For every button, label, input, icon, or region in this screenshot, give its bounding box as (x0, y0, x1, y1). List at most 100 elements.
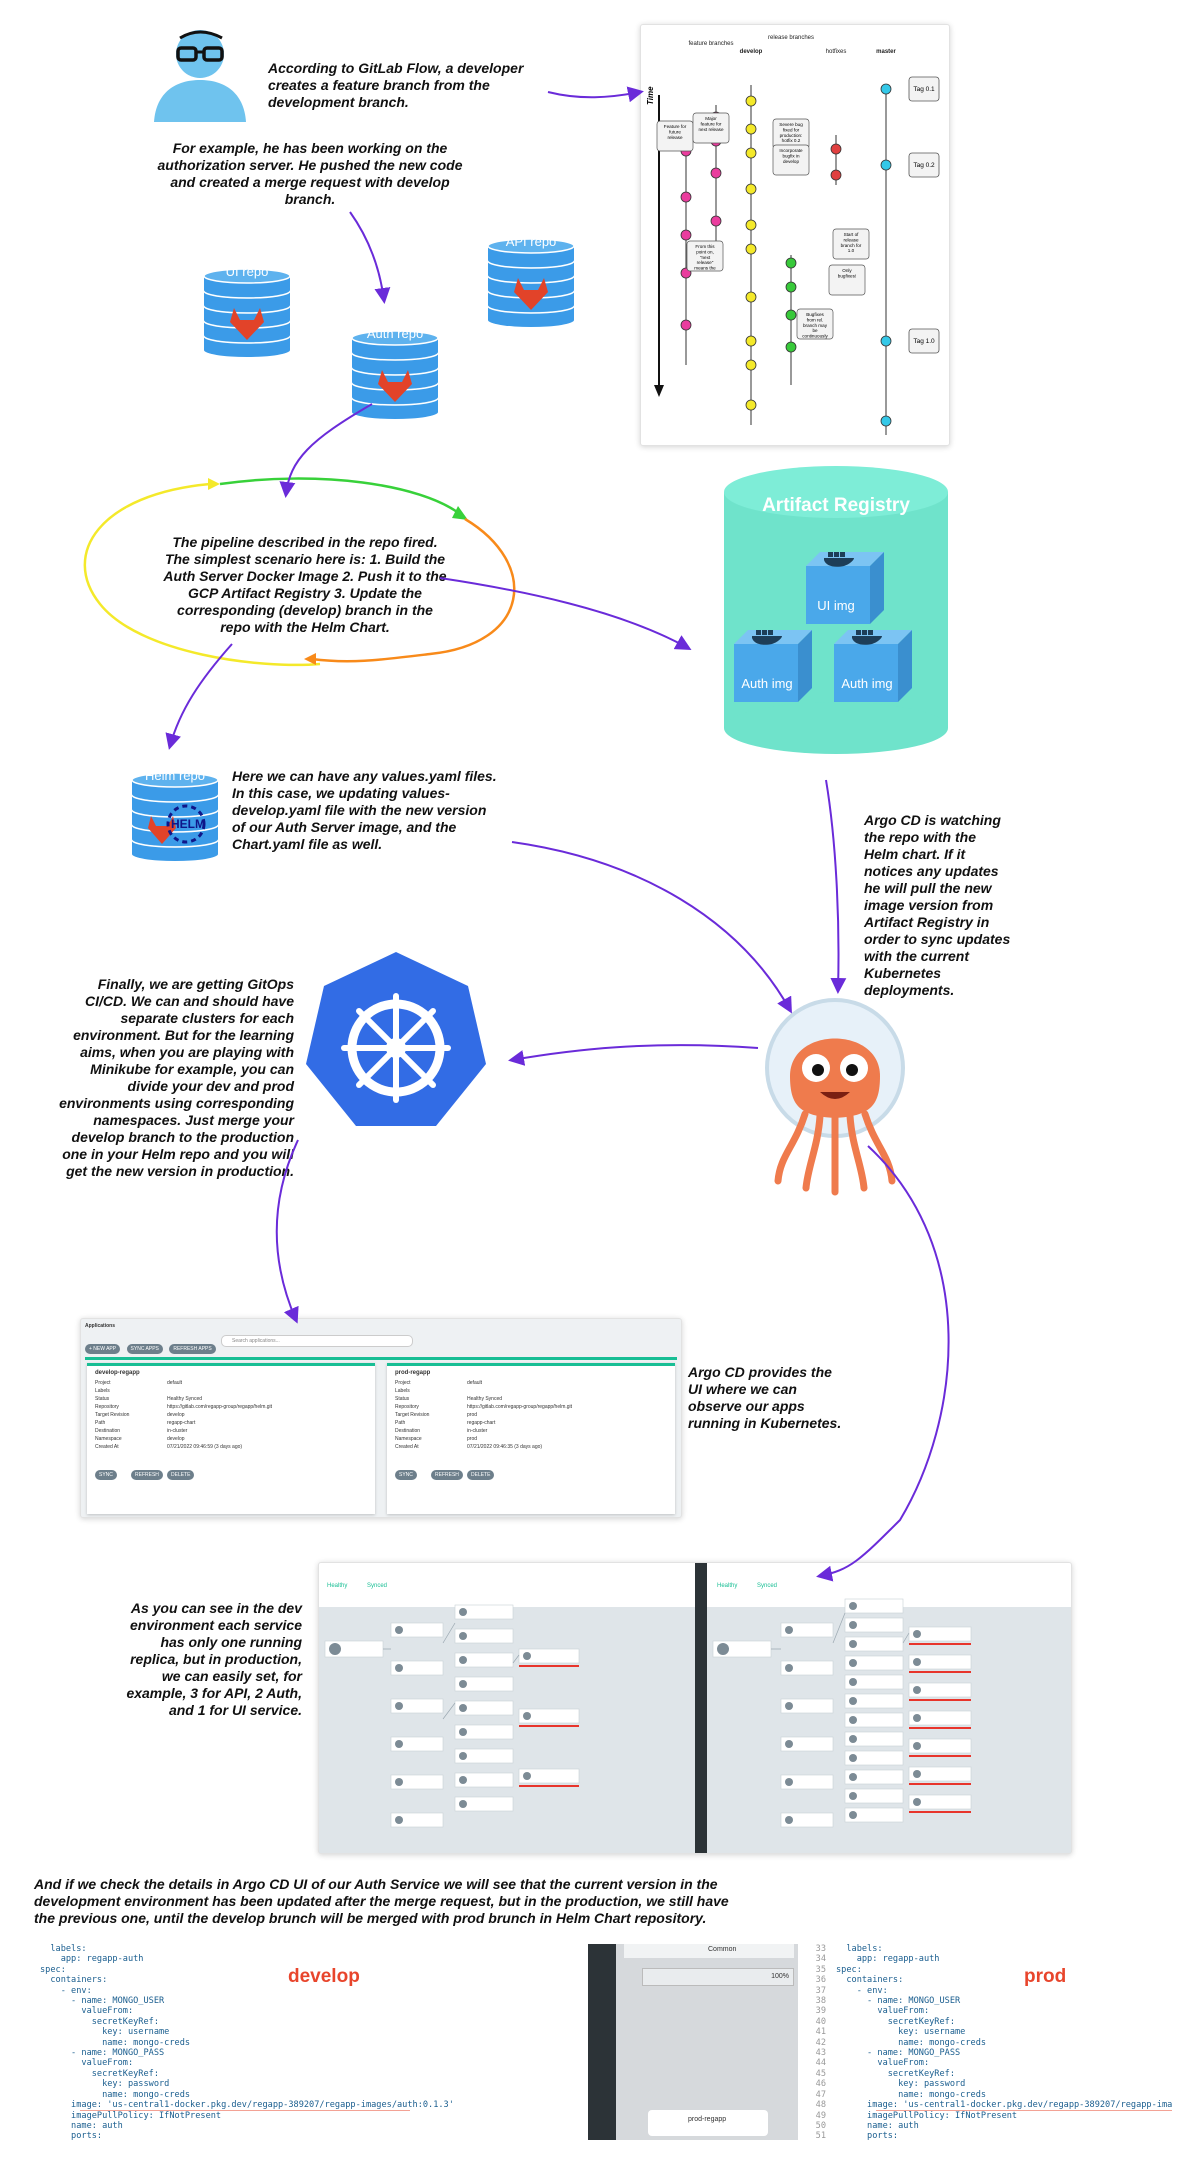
gitflow-col-master: master (876, 49, 896, 55)
helm-repo-label: Helm repo (145, 768, 205, 783)
docker-whale-icon (852, 630, 882, 645)
arrow-argo-to-k8s (508, 1044, 759, 1066)
arrow-k8s-to-apps (275, 1139, 299, 1324)
app-field-label: Path (395, 1420, 406, 1426)
tree-node (908, 1794, 972, 1810)
app-field-label: Repository (95, 1404, 119, 1410)
commit-node (745, 95, 757, 107)
svg-text:release": release" (697, 260, 714, 265)
tree-node (908, 1738, 972, 1754)
tree-node (518, 1768, 580, 1784)
tree-node (908, 1626, 972, 1642)
app-field-value: prod (467, 1412, 478, 1418)
commit-node (745, 291, 757, 303)
commit-node (745, 399, 757, 411)
app-card-name: prod-regapp (395, 1370, 431, 1376)
commit-node (785, 257, 797, 269)
tree-node (390, 1660, 444, 1676)
svg-text:Bugfixes: Bugfixes (806, 312, 824, 317)
arrow-argo-to-tree (816, 1145, 950, 1582)
tree-node (844, 1655, 904, 1671)
app-card-button[interactable]: SYNC (395, 1470, 417, 1480)
tree-node (518, 1708, 580, 1724)
tree-sync: Synced (757, 1583, 777, 1589)
commit-node (830, 169, 842, 181)
sync-apps-button[interactable]: SYNC APPS (126, 1344, 163, 1354)
app-card-button[interactable]: DELETE (467, 1470, 495, 1480)
commit-node (830, 143, 842, 155)
tree-node (844, 1750, 904, 1766)
tree-node (454, 1772, 514, 1788)
tree-node (844, 1617, 904, 1633)
arrow-helm-to-argo (511, 841, 792, 1014)
commit-node (745, 147, 757, 159)
app-card-button[interactable]: REFRESH (431, 1470, 463, 1480)
tree-node (844, 1712, 904, 1728)
note-helm: Here we can have any values.yaml files. … (232, 768, 497, 852)
gitflow-diagram: feature branches develop release branche… (640, 24, 950, 446)
note-example: For example, he has been working on the … (157, 140, 463, 207)
commit-node (785, 309, 797, 321)
app-field-value: in-cluster (167, 1428, 188, 1434)
tree-sync: Synced (367, 1583, 387, 1589)
gitflow-col-release: release branches (768, 35, 814, 41)
apps-search-input[interactable]: Search applications... (221, 1335, 413, 1347)
app-field-value: develop (167, 1436, 185, 1442)
prod-env-label: prod (1024, 1966, 1067, 1987)
svg-text:"next: "next (700, 255, 711, 260)
svg-text:From this: From this (695, 244, 715, 249)
commit-node (745, 335, 757, 347)
app-card-button[interactable]: REFRESH (131, 1470, 163, 1480)
commit-node (710, 167, 722, 179)
app-field-value: Healthy Synced (467, 1396, 503, 1402)
pipeline-cycle (60, 474, 540, 674)
gitlab-fox-icon (378, 370, 412, 402)
argo-applications-panel: Applications + NEW APP SYNC APPS REFRESH… (80, 1318, 682, 1518)
svg-text:next release: next release (698, 127, 723, 132)
app-field-label: Labels (395, 1388, 410, 1394)
commit-node (680, 319, 692, 331)
tree-health: Healthy (327, 1583, 347, 1589)
app-field-value: 07/21/2022 09:46:35 (3 days ago) (467, 1444, 543, 1450)
svg-text:feature for: feature for (701, 121, 722, 126)
app-field-label: Status (395, 1396, 410, 1402)
svg-text:production:: production: (780, 133, 803, 138)
app-card-button[interactable]: DELETE (167, 1470, 195, 1480)
svg-text:branch may: branch may (803, 323, 828, 328)
commit-node (745, 183, 757, 195)
tree-node (390, 1774, 444, 1790)
app-field-value: 07/21/2022 09:46:59 (3 days ago) (167, 1444, 243, 1450)
note-gitops: Finally, we are getting GitOps CI/CD. We… (59, 976, 294, 1179)
svg-text:Incorporate: Incorporate (779, 148, 803, 153)
kubernetes-logo (302, 948, 490, 1136)
tree-node (390, 1622, 444, 1638)
app-card-button[interactable]: SYNC (95, 1470, 117, 1480)
note-pipeline: The pipeline described in the repo fired… (163, 534, 447, 635)
tree-node (780, 1774, 834, 1790)
prod-line-numbers: 33 34 35 36 37 38 39 40 41 42 43 44 45 4… (815, 1944, 826, 2140)
prod-code: labels: app: regapp-auth spec: container… (836, 1944, 1172, 2140)
tree-node (454, 1700, 514, 1716)
commit-node (785, 341, 797, 353)
tree-node (780, 1622, 834, 1638)
new-app-button[interactable]: + NEW APP (85, 1344, 121, 1354)
tree-health: Healthy (717, 1583, 737, 1589)
docker-whale-icon (824, 552, 854, 567)
commit-node (680, 191, 692, 203)
cube-auth-label-1: Auth img (741, 676, 792, 691)
release-tag: Tag 1.0 (908, 328, 940, 354)
app-field-label: Path (95, 1420, 106, 1426)
image-cube (834, 630, 912, 702)
svg-text:Severe bug: Severe bug (779, 122, 803, 127)
commit-node (745, 359, 757, 371)
tree-node (908, 1682, 972, 1698)
auth-repo-stack: Auth repo (348, 320, 442, 420)
refresh-apps-button[interactable]: REFRESH APPS (169, 1344, 216, 1354)
app-field-label: Destination (95, 1428, 121, 1434)
commit-node (745, 243, 757, 255)
